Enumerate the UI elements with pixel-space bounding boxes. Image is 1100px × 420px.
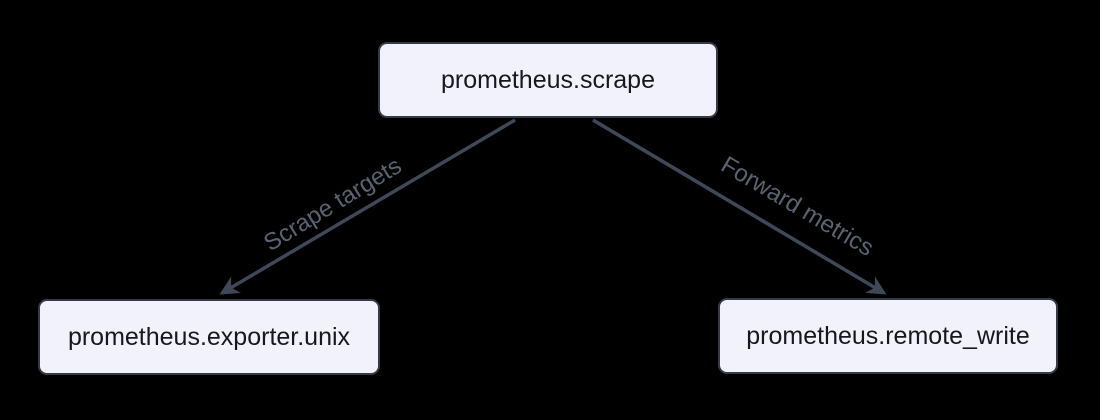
node-prometheus-exporter-unix: prometheus.exporter.unix — [38, 299, 380, 375]
node-prometheus-scrape-label: prometheus.scrape — [440, 65, 655, 94]
node-prometheus-remote-write: prometheus.remote_write — [718, 298, 1058, 374]
node-prometheus-remote-write-label: prometheus.remote_write — [746, 321, 1030, 350]
edge-scrape-to-remote-write — [592, 118, 887, 295]
edge-scrape-to-exporter — [219, 118, 516, 295]
node-prometheus-scrape: prometheus.scrape — [378, 42, 718, 118]
node-prometheus-exporter-unix-label: prometheus.exporter.unix — [67, 322, 351, 351]
